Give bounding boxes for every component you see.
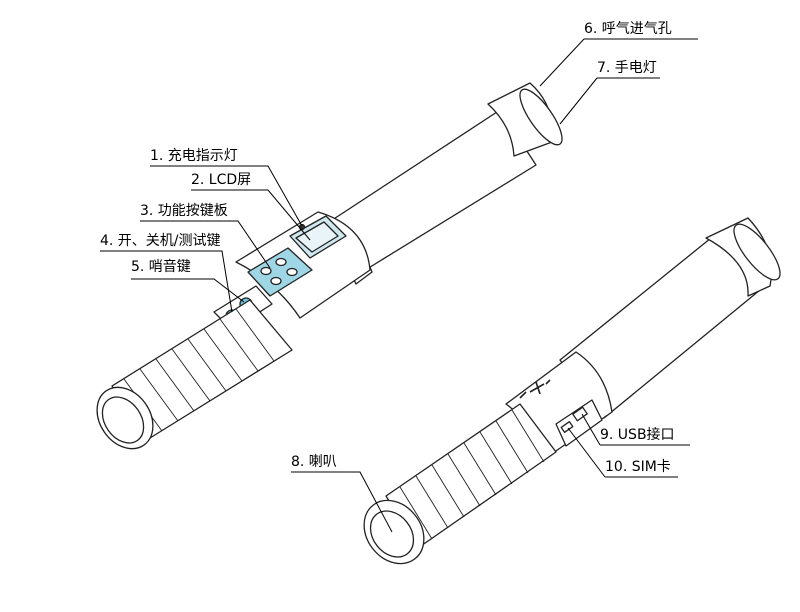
port-panel <box>555 399 603 447</box>
label-flashlight: 7. 手电灯 <box>597 60 657 76</box>
label-lcd-screen: 2. LCD屏 <box>191 172 252 188</box>
speaker-face <box>101 396 145 444</box>
leader-lines <box>100 38 698 533</box>
label-whistle-key: 5. 哨音键 <box>131 259 191 275</box>
label-charging-indicator: 1. 充电指示灯 <box>150 148 238 164</box>
label-speaker: 8. 喇叭 <box>291 454 337 470</box>
function-keypad <box>247 247 313 297</box>
device-front-view <box>96 82 563 450</box>
label-sim-card: 10. SIM卡 <box>605 459 671 475</box>
device-side-view <box>363 217 781 565</box>
label-function-keypad: 3. 功能按键板 <box>140 203 228 219</box>
label-usb-port: 9. USB接口 <box>600 427 675 443</box>
usb-port <box>572 406 588 422</box>
label-breath-intake: 6. 呼气进气孔 <box>584 21 672 37</box>
speaker-face-2 <box>369 510 415 558</box>
label-power-test-key: 4. 开、关机/测试键 <box>100 233 221 249</box>
